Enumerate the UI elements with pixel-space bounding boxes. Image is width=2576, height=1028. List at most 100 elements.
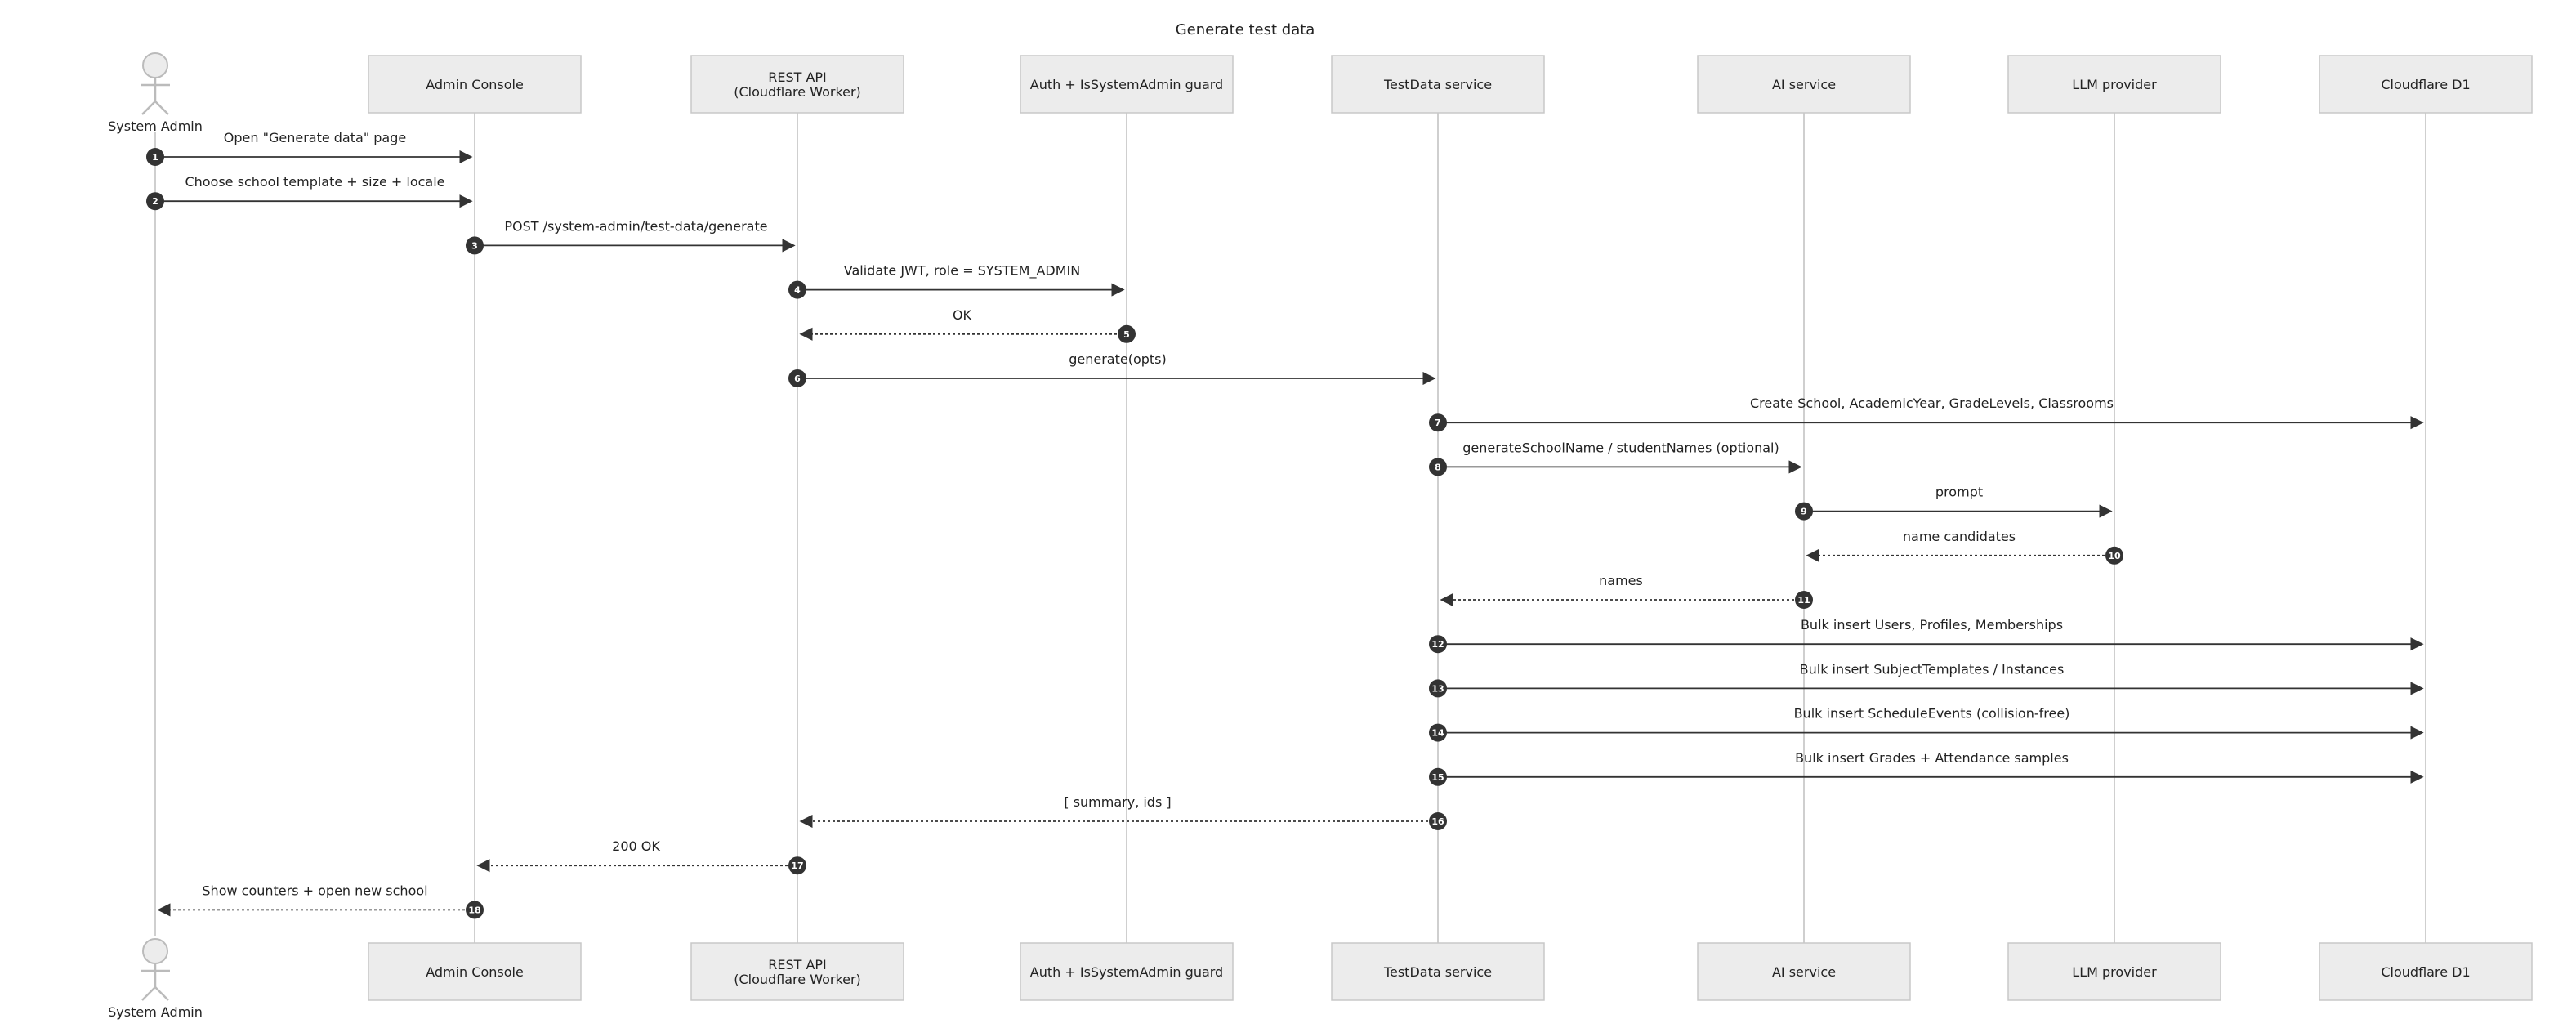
sequence-number: 11 (1797, 595, 1810, 606)
sequence-number: 17 (791, 860, 803, 871)
participant-label: Admin Console (426, 77, 524, 92)
participant-box (368, 942, 582, 1001)
participant-box (2319, 55, 2533, 114)
sequence-number: 1 (152, 152, 158, 163)
participant-d1-bottom: Cloudflare D1 (2319, 942, 2533, 1001)
sequence-number-badge (788, 369, 806, 387)
participant-label: REST API (768, 957, 827, 972)
participant-label: Admin Console (426, 964, 524, 980)
participant-label: REST API (768, 69, 827, 85)
participant-console-top: Admin Console (368, 55, 582, 114)
sequence-number-badge (466, 236, 484, 255)
participant-box (1331, 55, 1545, 114)
participant-console-bottom: Admin Console (368, 942, 582, 1001)
sequence-number: 13 (1431, 683, 1444, 694)
sequence-number: 5 (1123, 329, 1130, 340)
participant-api-top: REST API(Cloudflare Worker) (690, 55, 904, 114)
participant-box (1020, 942, 1234, 1001)
message-label: generateSchoolName / studentNames (optio… (1462, 440, 1779, 455)
sequence-number: 18 (468, 905, 480, 915)
actor-head (142, 52, 168, 78)
participant-label: TestData service (1383, 964, 1492, 980)
participant-label: (Cloudflare Worker) (734, 972, 861, 987)
participant-auth-bottom: Auth + IsSystemAdmin guard (1020, 942, 1234, 1001)
actor-label: System Admin (108, 118, 203, 134)
sequence-number: 9 (1801, 507, 1807, 517)
actor-admin-bottom: System Admin (108, 938, 203, 1020)
sequence-number-badge (1795, 591, 1813, 609)
message-label: Create School, AcademicYear, GradeLevels… (1750, 396, 2114, 411)
participant-ai-bottom: AI service (1697, 942, 1911, 1001)
participant-auth-top: Auth + IsSystemAdmin guard (1020, 55, 1234, 114)
participant-label: LLM provider (2072, 77, 2157, 92)
sequence-number-badge (788, 856, 806, 875)
message-label: Choose school template + size + locale (185, 174, 444, 190)
message-label: names (1599, 573, 1643, 588)
sequence-number: 16 (1431, 816, 1444, 827)
message-11: names 11 (1440, 573, 1813, 609)
message-8: generateSchoolName / studentNames (optio… (1429, 440, 1802, 476)
sequence-number-badge (1118, 324, 1136, 343)
sequence-number: 8 (1435, 462, 1441, 472)
participant-api-bottom: REST API(Cloudflare Worker) (690, 942, 904, 1001)
sequence-number-badge (2105, 546, 2123, 565)
sequence-number-badge (146, 148, 164, 166)
message-label: POST /system-admin/test-data/generate (504, 218, 767, 234)
participant-label: Auth + IsSystemAdmin guard (1030, 77, 1223, 92)
message-1: Open "Generate data" page 1 (146, 130, 473, 166)
sequence-number: 10 (2108, 551, 2121, 561)
participant-box (1020, 55, 1234, 114)
participant-label: (Cloudflare Worker) (734, 84, 861, 100)
participant-box (1697, 942, 1911, 1001)
message-9: prompt 9 (1795, 485, 2113, 521)
message-label: name candidates (1903, 529, 2016, 544)
sequence-number-badge (1429, 458, 1447, 476)
message-label: Bulk insert ScheduleEvents (collision-fr… (1794, 706, 2070, 722)
message-label: Validate JWT, role = SYSTEM_ADMIN (844, 263, 1080, 279)
message-10: name candidates 10 (1806, 529, 2123, 565)
actor-leg-right (154, 986, 169, 1001)
participant-label: AI service (1772, 964, 1836, 980)
actor-head (142, 938, 168, 964)
actor-admin-top: System Admin (108, 52, 203, 134)
participant-box (2007, 55, 2221, 114)
sequence-number-badge (146, 192, 164, 211)
participant-box (1331, 942, 1545, 1001)
participant-llm-top: LLM provider (2007, 55, 2221, 114)
participant-label: Cloudflare D1 (2381, 964, 2470, 980)
message-label: prompt (1935, 485, 1983, 500)
message-5: OK 5 (799, 307, 1136, 343)
participant-label: Cloudflare D1 (2381, 77, 2470, 92)
sequence-number: 6 (794, 373, 801, 384)
participant-box (1697, 55, 1911, 114)
participant-llm-bottom: LLM provider (2007, 942, 2221, 1001)
message-label: Bulk insert Users, Profiles, Memberships (1801, 617, 2063, 632)
message-16: [ summary, ids ] 16 (799, 794, 1447, 830)
message-label: Show counters + open new school (202, 883, 427, 898)
message-label: [ summary, ids ] (1064, 794, 1171, 810)
participant-d1-top: Cloudflare D1 (2319, 55, 2533, 114)
sequence-number-badge (788, 280, 806, 299)
sequence-number-badge (466, 901, 484, 919)
message-12: Bulk insert Users, Profiles, Memberships… (1429, 617, 2424, 654)
message-label: Open "Generate data" page (224, 130, 406, 145)
participant-box (368, 55, 582, 114)
message-3: POST /system-admin/test-data/generate 3 (466, 218, 796, 255)
message-6: generate(opts)6 (788, 351, 1436, 387)
sequence-number: 3 (471, 240, 478, 251)
participant-testdata-bottom: TestData service (1331, 942, 1545, 1001)
actor-leg-right (154, 101, 169, 115)
message-label: Bulk insert SubjectTemplates / Instances (1800, 661, 2065, 677)
participant-label: TestData service (1383, 77, 1492, 92)
message-14: Bulk insert ScheduleEvents (collision-fr… (1429, 706, 2424, 742)
sequence-number: 15 (1431, 772, 1444, 783)
actor-label: System Admin (108, 1004, 203, 1020)
sequence-number-badge (1429, 723, 1447, 742)
participant-testdata-top: TestData service (1331, 55, 1545, 114)
message-label: OK (953, 307, 972, 323)
lifelines (154, 113, 2426, 943)
participants-bottom: System Admin Admin Console REST API(Cloudf… (108, 938, 2533, 1020)
